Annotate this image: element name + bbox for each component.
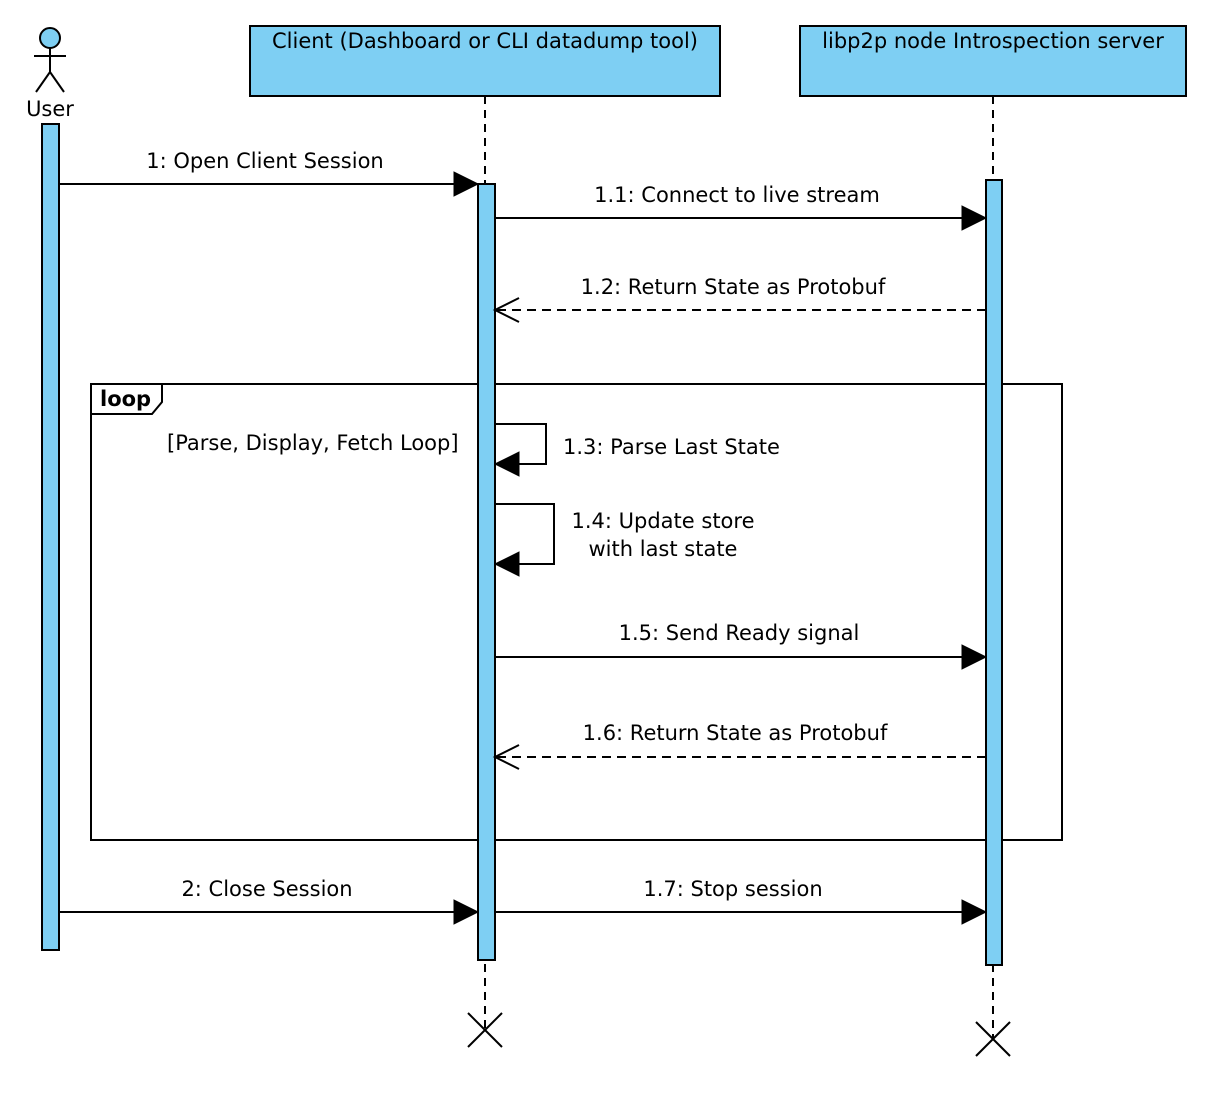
lifeline-server-head[interactable]: libp2p node Introspection server [799,25,1187,97]
actor-right-leg [49,71,65,93]
destroy-marker-client [467,1012,503,1048]
loop-fragment: loop [Parse, Display, Fetch Loop] [90,383,1063,841]
message-1-1[interactable]: 1.1: Connect to live stream [495,183,988,231]
arrowhead-filled [961,205,988,231]
actor-label: User [26,97,74,121]
arrowhead-filled [961,899,988,925]
lifeline-client-head[interactable]: Client (Dashboard or CLI datadump tool) [249,25,721,97]
destroy-x-line [975,1021,1011,1057]
arrowhead-filled [453,171,480,197]
message-1-5[interactable]: 1.5: Send Ready signal [495,621,988,670]
arrowhead-open [492,297,520,323]
actor-user[interactable]: User [26,27,74,121]
message-1-3-line [495,423,547,465]
loop-operator-label: loop [100,387,151,411]
loop-tab [90,383,163,415]
loop-frame [90,383,1063,841]
lifeline-server-label: libp2p node Introspection server [822,29,1164,53]
message-1-7[interactable]: 1.7: Stop session [495,877,988,925]
lifeline-server-box [799,25,1187,97]
message-1-6[interactable]: 1.6: Return State as Protobuf [492,721,986,770]
actor-left-leg [35,71,51,93]
lifeline-client-box [249,25,721,97]
message-1-label: 1: Open Client Session [146,149,383,173]
lifeline-client-label: Client (Dashboard or CLI datadump tool) [272,29,698,53]
message-2[interactable]: 2: Close Session [59,877,480,925]
message-1-5-label: 1.5: Send Ready signal [619,621,860,645]
activation-server [985,179,1003,966]
actor-head [39,27,61,49]
arrowhead-open [492,744,520,770]
message-1-1-label: 1.1: Connect to live stream [594,183,880,207]
activation-user [41,123,60,951]
message-1-3-label: 1.3: Parse Last State [563,435,780,459]
message-1-4[interactable]: 1.4: Update store with last state [493,503,755,577]
activation-client [477,183,496,961]
arrowhead-filled [961,644,988,670]
message-1-2[interactable]: 1.2: Return State as Protobuf [492,275,986,323]
message-2-label: 2: Close Session [181,877,352,901]
message-1-2-label: 1.2: Return State as Protobuf [581,275,886,299]
message-1-7-label: 1.7: Stop session [643,877,822,901]
arrowhead-filled [493,451,520,477]
destroy-marker-server [975,1021,1011,1057]
message-1-6-label: 1.6: Return State as Protobuf [583,721,888,745]
message-1-3[interactable]: 1.3: Parse Last State [493,423,780,477]
message-1-4-line [495,503,555,565]
message-1-4-label-line2: with last state [589,537,738,561]
destroy-x-line [467,1012,503,1048]
arrowhead-filled [453,899,480,925]
loop-guard-label: [Parse, Display, Fetch Loop] [167,431,459,455]
message-1-4-label-line1: 1.4: Update store [572,509,755,533]
arrowhead-filled [493,551,520,577]
message-1[interactable]: 1: Open Client Session [59,149,480,197]
